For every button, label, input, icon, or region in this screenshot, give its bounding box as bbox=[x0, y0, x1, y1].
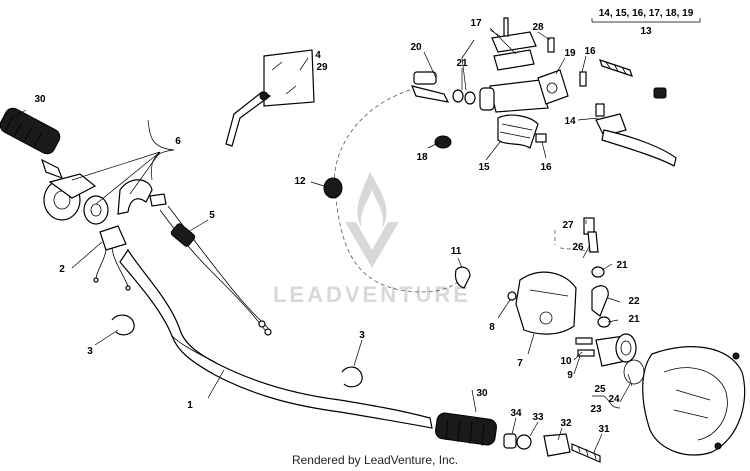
bolt-8[interactable] bbox=[507, 291, 517, 301]
footer-credit: Rendered by LeadVenture, Inc. bbox=[291, 453, 459, 467]
circlip-right[interactable] bbox=[341, 366, 363, 388]
washer-21[interactable] bbox=[591, 266, 605, 278]
hose-end[interactable] bbox=[411, 85, 450, 103]
bushing-33[interactable] bbox=[516, 434, 532, 450]
sealing-washer-b[interactable] bbox=[464, 91, 476, 105]
reservoir-cap bbox=[491, 31, 537, 53]
hose-clamp[interactable] bbox=[323, 177, 343, 199]
callout-15: 15 bbox=[478, 162, 490, 173]
callout-32: 32 bbox=[560, 418, 572, 429]
left-switch-assembly[interactable] bbox=[43, 173, 167, 225]
brake-hose-route bbox=[333, 89, 461, 293]
handlebar[interactable] bbox=[119, 248, 433, 429]
slave-cylinder[interactable] bbox=[595, 333, 637, 367]
callout-1: 1 bbox=[187, 400, 193, 411]
clamp-15[interactable] bbox=[497, 114, 539, 149]
collar-34[interactable] bbox=[503, 433, 517, 449]
callout-20: 20 bbox=[410, 42, 422, 53]
fitting-26[interactable] bbox=[587, 231, 599, 253]
callout-28: 28 bbox=[532, 22, 544, 33]
kit-bracket bbox=[591, 18, 701, 23]
callout-5: 5 bbox=[209, 210, 215, 221]
callout-16-top: 16 bbox=[584, 46, 596, 57]
callout-10: 10 bbox=[560, 356, 572, 367]
engine-cover bbox=[642, 346, 746, 456]
callout-3-right: 3 bbox=[359, 330, 365, 341]
bar-end-32[interactable] bbox=[543, 433, 571, 457]
callout-24: 24 bbox=[608, 394, 620, 405]
fitting-route bbox=[554, 230, 601, 253]
callout-30-right: 30 bbox=[476, 388, 488, 399]
lever-nut[interactable] bbox=[653, 87, 667, 99]
leaders-a bbox=[11, 57, 363, 399]
left-bar-end bbox=[40, 158, 64, 180]
callout-27: 27 bbox=[562, 220, 574, 231]
kill-switch[interactable] bbox=[93, 225, 131, 291]
callout-7: 7 bbox=[517, 358, 523, 369]
callout-12: 12 bbox=[294, 176, 306, 187]
callout-6: 6 bbox=[175, 136, 181, 147]
callout-31: 31 bbox=[598, 424, 610, 435]
banjo-bolt[interactable] bbox=[413, 71, 437, 85]
leaders-d bbox=[427, 141, 633, 453]
callout-13: 13 bbox=[640, 26, 652, 37]
callout-kit: 14, 15, 16, 17, 18, 19 bbox=[599, 8, 694, 19]
callout-17: 17 bbox=[470, 18, 482, 29]
callout-19: 19 bbox=[564, 48, 576, 59]
washer-21b[interactable] bbox=[597, 316, 611, 328]
left-grip[interactable] bbox=[0, 105, 63, 156]
sealing-washer-a[interactable] bbox=[452, 89, 464, 103]
nut-16[interactable] bbox=[535, 133, 547, 143]
fitting-22[interactable] bbox=[591, 285, 609, 317]
callout-34: 34 bbox=[510, 408, 522, 419]
callout-18: 18 bbox=[416, 152, 428, 163]
bolt-9[interactable] bbox=[577, 349, 595, 357]
watermark-text: LEADVENTURE bbox=[273, 282, 471, 307]
screw-16[interactable] bbox=[579, 71, 587, 87]
o-ring-24[interactable] bbox=[623, 359, 645, 385]
callout-8: 8 bbox=[489, 322, 495, 333]
callout-21-top: 21 bbox=[456, 58, 468, 69]
callout-30-left: 30 bbox=[34, 94, 46, 105]
leaders-6 bbox=[71, 151, 161, 205]
callout-21-a: 21 bbox=[616, 260, 628, 271]
callout-22: 22 bbox=[628, 296, 640, 307]
bleeder-cap-18[interactable] bbox=[434, 135, 452, 149]
callout-3-left: 3 bbox=[87, 346, 93, 357]
right-grip[interactable] bbox=[434, 412, 497, 447]
callout-29: 29 bbox=[316, 62, 328, 73]
screw-28[interactable] bbox=[547, 37, 555, 53]
callout-16-bottom: 16 bbox=[540, 162, 552, 173]
circlip-left[interactable] bbox=[111, 314, 135, 336]
callout-21-b: 21 bbox=[628, 314, 640, 325]
leadventure-watermark-logo bbox=[345, 172, 399, 268]
callout-4: 4 bbox=[315, 50, 321, 61]
bolt-10[interactable] bbox=[575, 337, 593, 345]
callout-26: 26 bbox=[572, 242, 584, 253]
leaders-c bbox=[423, 27, 621, 409]
callout-23: 23 bbox=[590, 404, 602, 415]
callout-33: 33 bbox=[532, 412, 544, 423]
bracket-6 bbox=[147, 119, 175, 181]
callout-14: 14 bbox=[564, 116, 576, 127]
callout-9: 9 bbox=[567, 370, 573, 381]
screw-17[interactable] bbox=[503, 17, 509, 37]
callout-2: 2 bbox=[59, 264, 65, 275]
caliper-bracket[interactable] bbox=[515, 271, 577, 335]
diaphragm bbox=[493, 49, 535, 71]
brake-lever[interactable] bbox=[595, 103, 677, 167]
master-cylinder[interactable] bbox=[479, 31, 569, 113]
mirror[interactable] bbox=[225, 49, 315, 147]
callout-11: 11 bbox=[451, 246, 462, 257]
leaders-b bbox=[310, 181, 621, 375]
throttle-cable[interactable] bbox=[159, 205, 272, 336]
callout-25: 25 bbox=[594, 384, 606, 395]
